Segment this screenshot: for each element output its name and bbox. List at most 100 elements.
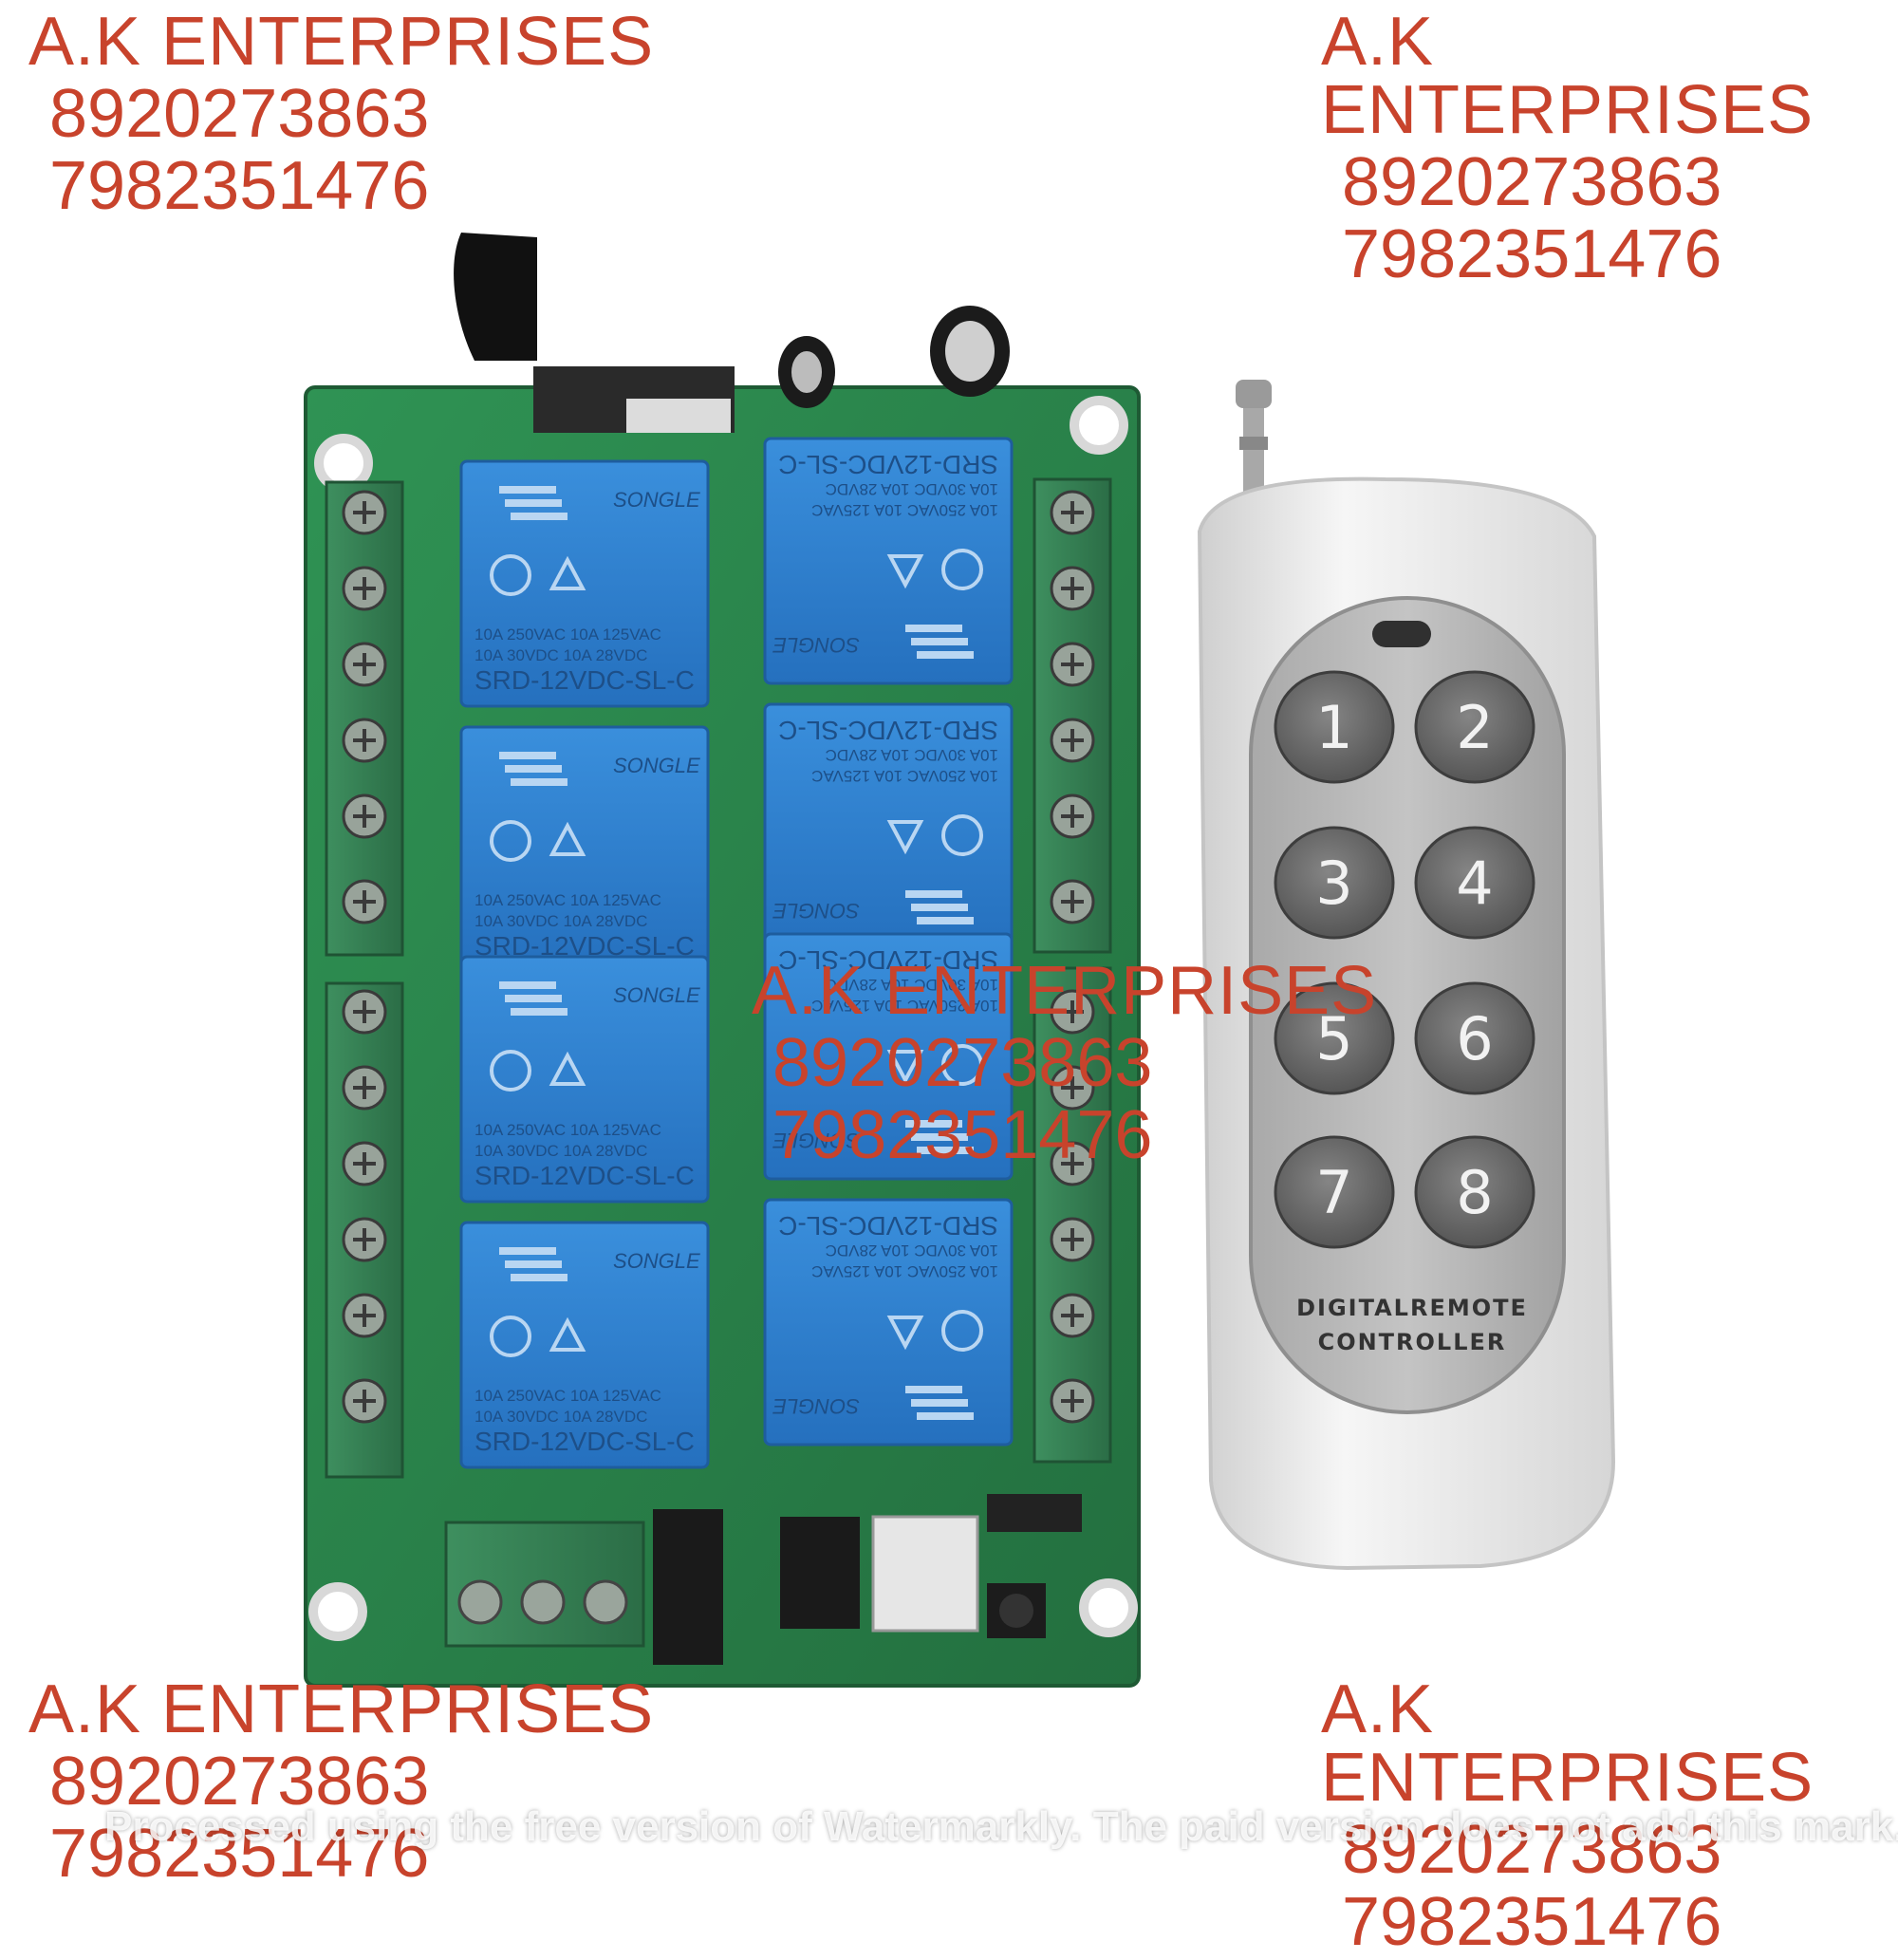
remote-key-label: 4 bbox=[1456, 849, 1493, 918]
relay-rating: 10A 250VAC 10A 125VAC bbox=[474, 891, 661, 909]
relay-rating: 10A 250VAC 10A 125VAC bbox=[474, 1387, 661, 1405]
remote-key-label: 2 bbox=[1456, 693, 1493, 762]
relay-rating: 10A 30VDC 10A 28VDC bbox=[826, 976, 998, 994]
watermark-phone-1: 8920273863 bbox=[49, 1744, 430, 1820]
relay-brand: SONGLE bbox=[772, 1394, 860, 1418]
remote-key-label: 1 bbox=[1315, 693, 1352, 762]
relay: SONGLE 10A 250VAC 10A 125VAC 10A 30VDC 10A… bbox=[763, 932, 1014, 1181]
relay-brand: SONGLE bbox=[613, 754, 700, 777]
terminal-screw bbox=[342, 1293, 387, 1338]
terminal-screw bbox=[1050, 989, 1095, 1035]
relay: SONGLE 10A 250VAC 10A 125VAC 10A 30VDC 10A… bbox=[763, 1198, 1014, 1447]
terminal-screw bbox=[1050, 566, 1095, 611]
watermark-phone-1: 8920273863 bbox=[1342, 144, 1722, 220]
relay-rating: 10A 250VAC 10A 125VAC bbox=[474, 625, 661, 644]
remote-key-7[interactable]: 7 bbox=[1274, 1135, 1395, 1249]
terminal-screw bbox=[1050, 642, 1095, 687]
terminal-screw bbox=[1050, 718, 1095, 763]
remote-key-8[interactable]: 8 bbox=[1414, 1135, 1535, 1249]
watermark-phone-1: 8920273863 bbox=[1342, 1812, 1722, 1888]
watermark-phone-2: 7982351476 bbox=[1342, 216, 1722, 292]
terminal-screw bbox=[342, 989, 387, 1035]
watermark-top-right: A.K ENTERPRISES 8920273863 7982351476 bbox=[1321, 8, 1898, 289]
watermarkly-notice: Processed using the free version of Wate… bbox=[104, 1803, 1898, 1850]
relay-rating: 10A 250VAC 10A 125VAC bbox=[811, 1262, 998, 1280]
terminal-screw bbox=[342, 490, 387, 535]
remote-label-line2: CONTROLLER bbox=[1318, 1329, 1507, 1355]
relay-rating: 10A 30VDC 10A 28VDC bbox=[474, 1408, 647, 1426]
relay-model: SRD-12VDC-SL-C bbox=[778, 1211, 998, 1241]
watermark-name: A.K ENTERPRISES bbox=[28, 1671, 655, 1747]
remote-key-6[interactable]: 6 bbox=[1414, 981, 1535, 1095]
relay-model: SRD-12VDC-SL-C bbox=[778, 716, 998, 745]
watermark-phone-2: 7982351476 bbox=[772, 1097, 1153, 1173]
relay-rating: 10A 250VAC 10A 125VAC bbox=[811, 767, 998, 785]
watermark-top-left: A.K ENTERPRISES 8920273863 7982351476 bbox=[28, 8, 654, 220]
remote-key-1[interactable]: 1 bbox=[1274, 670, 1395, 784]
terminal-screw bbox=[342, 642, 387, 687]
watermark-bottom-left: A.K ENTERPRISES 8920273863 7982351476 bbox=[28, 1675, 654, 1888]
remote-key-2[interactable]: 2 bbox=[1414, 670, 1535, 784]
relay-rating: 10A 30VDC 10A 28VDC bbox=[474, 1142, 647, 1160]
remote-key-label: 6 bbox=[1456, 1004, 1493, 1073]
relay-brand: SONGLE bbox=[613, 983, 700, 1007]
terminal-screw bbox=[342, 1378, 387, 1424]
relay-model: SRD-12VDC-SL-C bbox=[474, 1427, 695, 1456]
remote-key-5[interactable]: 5 bbox=[1274, 981, 1395, 1095]
watermark-name: A.K ENTERPRISES bbox=[1321, 4, 1814, 148]
terminal-screw bbox=[1050, 1065, 1095, 1111]
remote-key-label: 8 bbox=[1456, 1158, 1493, 1227]
relay-rating: 10A 30VDC 10A 28VDC bbox=[826, 746, 998, 764]
remote-key-4[interactable]: 4 bbox=[1414, 826, 1535, 940]
relay-model: SRD-12VDC-SL-C bbox=[474, 665, 695, 695]
terminal-screw bbox=[342, 718, 387, 763]
relay: SONGLE 10A 250VAC 10A 125VAC 10A 30VDC 10A… bbox=[459, 725, 710, 974]
relay: SONGLE 10A 250VAC 10A 125VAC 10A 30VDC 10A… bbox=[459, 459, 710, 708]
terminal-screw bbox=[342, 879, 387, 924]
terminal-screw bbox=[342, 1217, 387, 1262]
relay-rating: 10A 250VAC 10A 125VAC bbox=[811, 997, 998, 1015]
relay-brand: SONGLE bbox=[772, 1129, 860, 1152]
relay: SONGLE 10A 250VAC 10A 125VAC 10A 30VDC 10A… bbox=[459, 955, 710, 1204]
terminal-screw bbox=[342, 566, 387, 611]
remote-key-label: 3 bbox=[1315, 849, 1352, 918]
terminal-screw bbox=[1050, 1141, 1095, 1186]
relay-rating: 10A 250VAC 10A 125VAC bbox=[811, 501, 998, 519]
remote-key-label: 7 bbox=[1315, 1158, 1352, 1227]
relay-rating: 10A 250VAC 10A 125VAC bbox=[474, 1121, 661, 1139]
terminal-screw bbox=[1050, 1378, 1095, 1424]
product-photo: SONGLE 10A 250VAC 10A 125VAC 10A 30VDC 10A… bbox=[304, 233, 1616, 1688]
watermark-name: A.K ENTERPRISES bbox=[1321, 1671, 1814, 1816]
remote-key-label: 5 bbox=[1315, 1004, 1352, 1073]
watermark-center: A.K ENTERPRISES 8920273863 7982351476 bbox=[752, 957, 1377, 1169]
terminal-screw bbox=[1050, 490, 1095, 535]
relay-rating: 10A 30VDC 10A 28VDC bbox=[826, 480, 998, 498]
relay-board: SONGLE 10A 250VAC 10A 125VAC 10A 30VDC 10A… bbox=[304, 233, 1141, 1688]
terminal-screw bbox=[342, 793, 387, 839]
relay-brand: SONGLE bbox=[772, 633, 860, 657]
watermark-phone-1: 8920273863 bbox=[772, 1025, 1153, 1101]
relay-rating: 10A 30VDC 10A 28VDC bbox=[474, 912, 647, 930]
watermark-phone-1: 8920273863 bbox=[49, 76, 430, 152]
terminal-screw bbox=[1050, 1293, 1095, 1338]
relay-model: SRD-12VDC-SL-C bbox=[778, 450, 998, 479]
watermark-name: A.K ENTERPRISES bbox=[752, 953, 1378, 1029]
relay-model: SRD-12VDC-SL-C bbox=[474, 1161, 695, 1190]
relay-rating: 10A 30VDC 10A 28VDC bbox=[474, 646, 647, 664]
watermark-phone-2: 7982351476 bbox=[49, 1816, 430, 1892]
watermark-name: A.K ENTERPRISES bbox=[28, 4, 655, 80]
relay-brand: SONGLE bbox=[613, 488, 700, 512]
terminal-screw bbox=[1050, 879, 1095, 924]
remote-key-3[interactable]: 3 bbox=[1274, 826, 1395, 940]
terminal-screw bbox=[342, 1065, 387, 1111]
relay: SONGLE 10A 250VAC 10A 125VAC 10A 30VDC 10A… bbox=[763, 437, 1014, 685]
remote-label-line1: DIGITALREMOTE bbox=[1296, 1295, 1528, 1321]
terminal-screw bbox=[1050, 1217, 1095, 1262]
watermark-phone-2: 7982351476 bbox=[49, 148, 430, 224]
relay-brand: SONGLE bbox=[772, 899, 860, 923]
terminal-screw bbox=[1050, 793, 1095, 839]
relay: SONGLE 10A 250VAC 10A 125VAC 10A 30VDC 10A… bbox=[763, 702, 1014, 951]
relay-rating: 10A 30VDC 10A 28VDC bbox=[826, 1241, 998, 1260]
